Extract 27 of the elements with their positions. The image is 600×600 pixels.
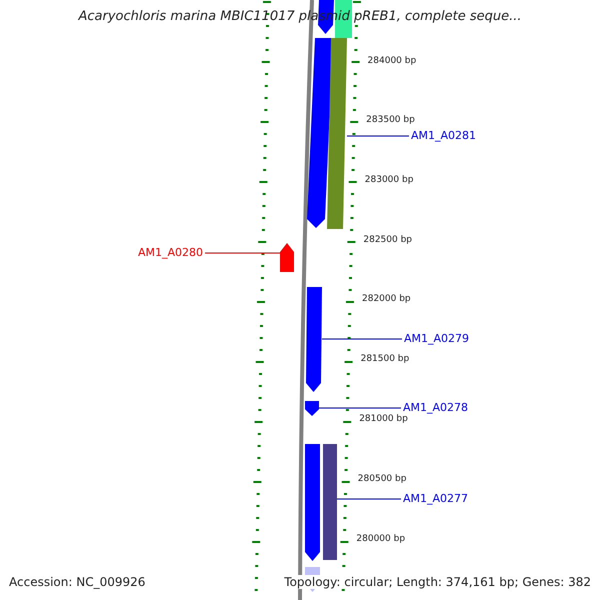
leader-line (322, 338, 402, 340)
gene-label: AM1_A0279 (404, 332, 470, 346)
leader-line (204, 252, 280, 254)
summary-text: Topology: circular; Length: 374,161 bp; Genes: 382 (284, 575, 591, 589)
feature-bar (323, 444, 337, 560)
scale-label: 280500 bp (358, 474, 406, 484)
gene-feature (306, 287, 322, 392)
gene-label: AM1_A0278 (403, 401, 468, 415)
scale-label: 284000 bp (368, 56, 416, 66)
scale-label: 280000 bp (356, 534, 406, 544)
feature-bar (327, 38, 347, 229)
gene-label: AM1_A0277 (403, 492, 468, 506)
scale-label: 281500 bp (360, 354, 410, 364)
gene-label: AM1_A0280 (138, 246, 204, 260)
leader-line (336, 498, 402, 500)
diagram-title: Acaryochloris marina MBIC11017 plasmid pREB1, complete seque... (77, 9, 522, 24)
gene-feature (307, 38, 333, 228)
gene-feature (305, 401, 319, 416)
gene-label: AM1_A0281 (411, 129, 476, 143)
scale-label: 282500 bp (363, 235, 412, 245)
scale-label: 283500 bp (366, 115, 415, 125)
gene-feature (280, 243, 294, 272)
scale-label: 281000 bp (359, 414, 408, 424)
scale-label: 282000 bp (362, 294, 411, 304)
gene-feature (305, 444, 320, 561)
scale-label: 283000 bp (364, 175, 414, 185)
accession-text: Accession: NC_009926 (9, 575, 146, 589)
